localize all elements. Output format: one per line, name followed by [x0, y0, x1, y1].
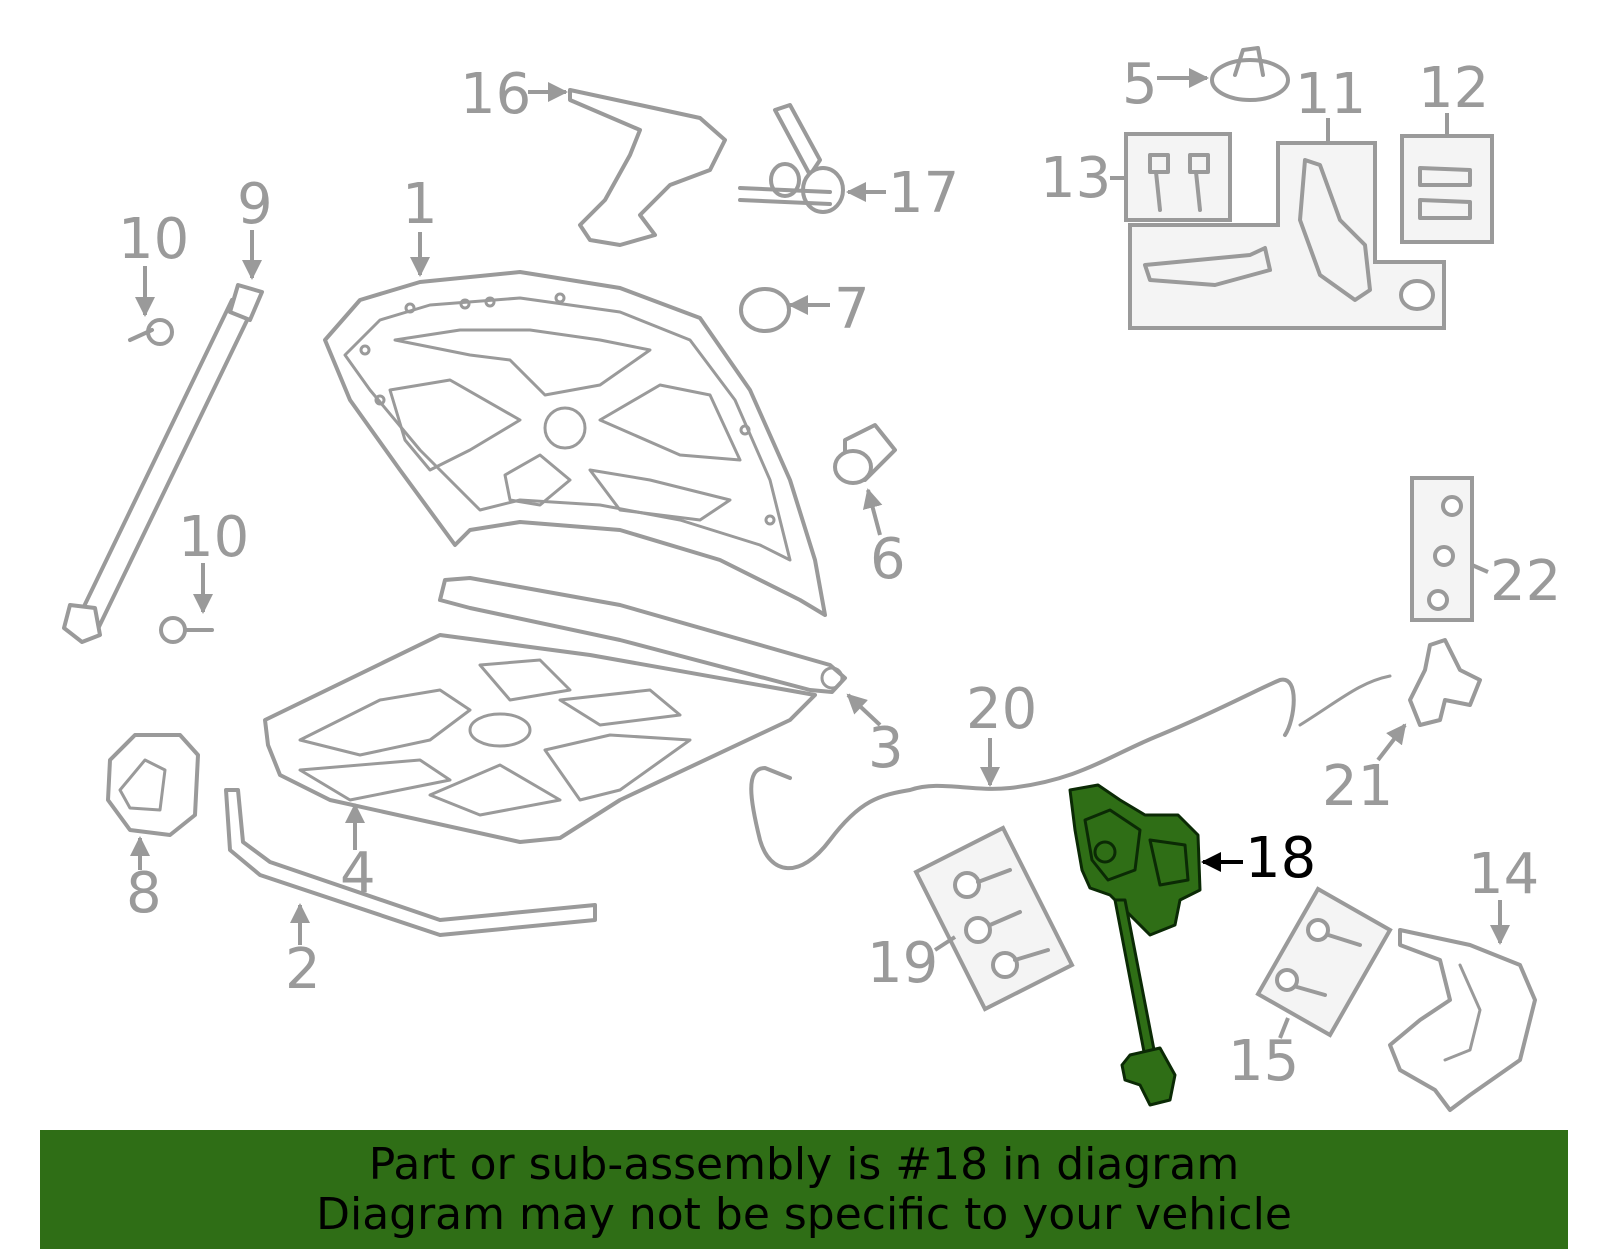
seal-strip — [224, 788, 597, 937]
cable-bracket — [1408, 638, 1482, 727]
callout-1-label: 1 — [402, 172, 438, 237]
callout-15: 15 — [1228, 1017, 1299, 1094]
bolts-kit-13 — [1124, 132, 1232, 222]
callout-2: 2 — [285, 903, 321, 1002]
callout-21-label: 21 — [1322, 754, 1393, 819]
callout-2-label: 2 — [285, 937, 321, 1002]
latch-support-bracket — [1388, 928, 1537, 1112]
callout-18: 18 — [1201, 826, 1316, 891]
callout-9: 9 — [237, 172, 273, 280]
weatherstrip-end — [820, 666, 844, 690]
callout-12: 12 — [1418, 56, 1489, 136]
bolt-lower — [159, 616, 214, 644]
hinge-spring — [738, 103, 845, 214]
hood-panel — [323, 270, 827, 617]
callout-13-label: 13 — [1040, 146, 1111, 211]
banner-line-1: Part or sub-assembly is #18 in diagram — [368, 1139, 1240, 1190]
parts-kit-11 — [1128, 141, 1446, 330]
callout-10-lower-label: 10 — [178, 505, 249, 570]
callout-11-label: 11 — [1295, 62, 1366, 127]
callout-14: 14 — [1468, 842, 1539, 945]
callout-16: 16 — [460, 62, 568, 127]
callout-17-label: 17 — [888, 161, 959, 226]
callout-10-upper-label: 10 — [118, 207, 189, 272]
clip-part — [1210, 46, 1290, 102]
hood-latch-highlighted[interactable] — [1068, 783, 1202, 1107]
callout-13: 13 — [1040, 146, 1126, 211]
gas-strut — [62, 283, 264, 644]
callout-16-label: 16 — [460, 62, 531, 127]
callout-10-lower: 10 — [178, 505, 249, 614]
callout-15-label: 15 — [1228, 1029, 1299, 1094]
callout-10-upper: 10 — [118, 207, 189, 317]
callout-19-label: 19 — [867, 931, 938, 996]
callout-8-label: 8 — [126, 861, 162, 926]
callout-6-label: 6 — [870, 527, 906, 592]
callout-3: 3 — [846, 693, 904, 781]
plug-part — [739, 287, 791, 333]
callout-11: 11 — [1295, 62, 1366, 143]
callout-17: 17 — [846, 161, 959, 226]
callout-14-label: 14 — [1468, 842, 1539, 907]
callout-6: 6 — [862, 488, 906, 592]
callout-20: 20 — [966, 677, 1037, 787]
bracket-block — [106, 733, 200, 837]
bolts-kit-19 — [913, 825, 1075, 1012]
bolts-kit-12 — [1400, 134, 1494, 244]
release-cable — [749, 674, 1392, 871]
callout-18-label: 18 — [1245, 826, 1316, 891]
rear-weatherstrip — [438, 576, 847, 694]
callout-3-label: 3 — [868, 716, 904, 781]
hood-insulator — [263, 633, 817, 844]
bolts-kit-22 — [1410, 476, 1474, 622]
callout-1: 1 — [402, 172, 438, 277]
info-banner: Part or sub-assembly is #18 in diagram D… — [40, 1130, 1568, 1249]
hood-bumper — [833, 423, 897, 485]
bolt-upper — [128, 318, 174, 346]
callout-12-label: 12 — [1418, 56, 1489, 121]
callout-20-label: 20 — [966, 677, 1037, 742]
callout-7-label: 7 — [834, 277, 870, 342]
callout-9-label: 9 — [237, 172, 273, 237]
callout-7: 7 — [788, 277, 870, 342]
callout-5-label: 5 — [1122, 52, 1158, 117]
callout-8: 8 — [126, 836, 162, 926]
callout-21: 21 — [1322, 723, 1407, 819]
callout-22-label: 22 — [1490, 549, 1561, 614]
callout-5: 5 — [1122, 52, 1209, 117]
callout-4: 4 — [340, 803, 376, 906]
callout-22: 22 — [1471, 549, 1561, 614]
callout-4-label: 4 — [340, 841, 376, 906]
bolts-kit-15 — [1255, 886, 1393, 1038]
banner-line-2: Diagram may not be specific to your vehi… — [316, 1189, 1292, 1240]
callout-19: 19 — [867, 931, 957, 996]
hood-hinge — [568, 88, 727, 247]
